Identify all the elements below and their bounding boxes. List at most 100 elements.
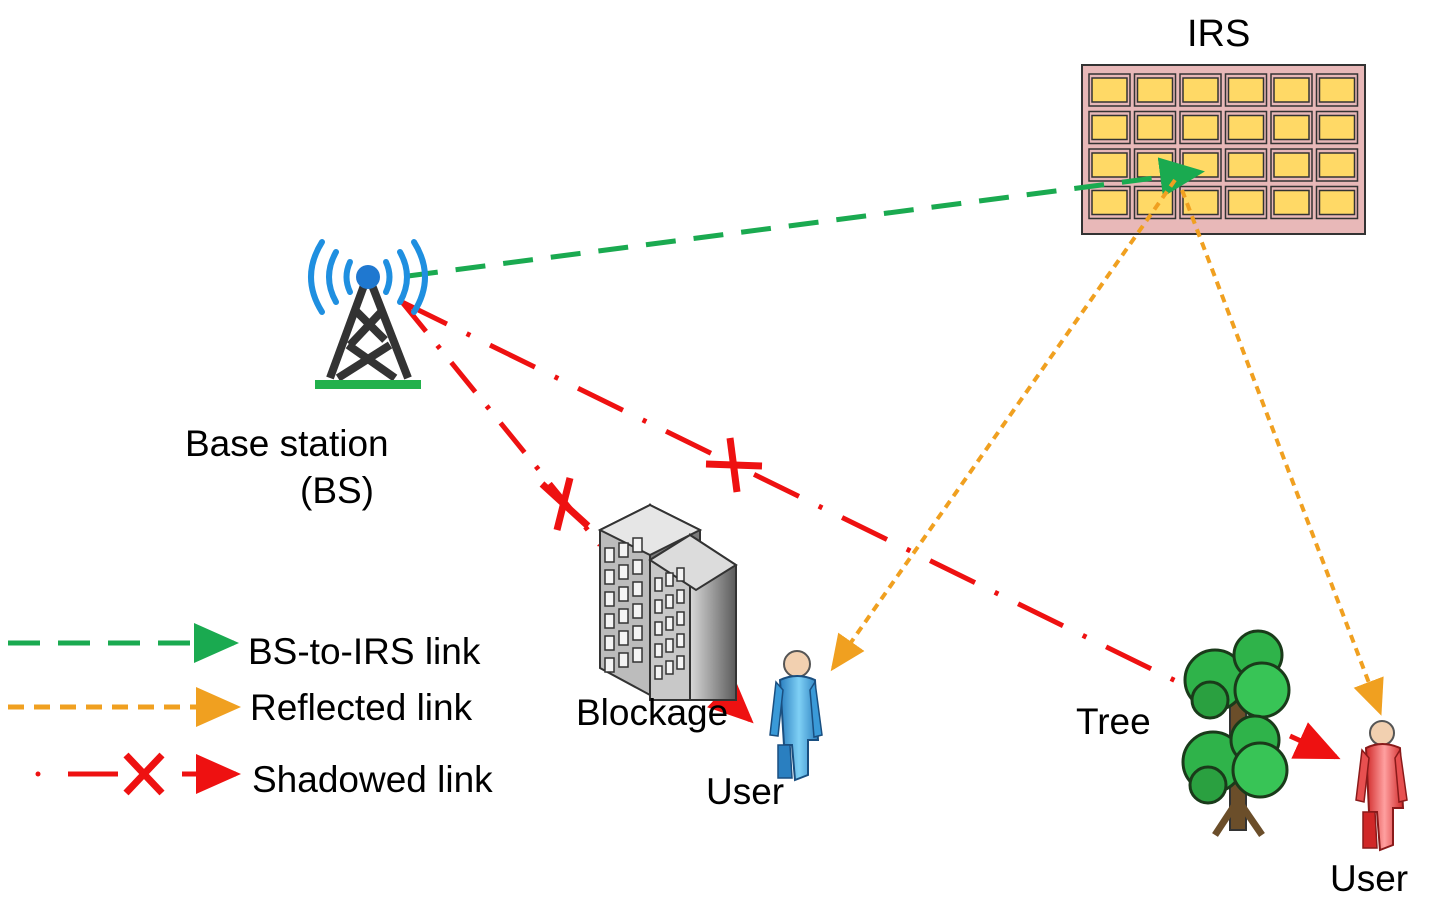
building-window (654, 577, 663, 592)
user-left-label: User (706, 771, 784, 812)
building-window (632, 625, 643, 641)
irs-panel-icon (1081, 64, 1366, 235)
legend-label-reflected: Reflected link (250, 687, 473, 728)
irs-element-frame (1088, 185, 1131, 220)
base-station-label: Base station (185, 423, 389, 464)
building-window (632, 647, 643, 663)
irs-element (1318, 114, 1356, 141)
irs-element (1227, 114, 1265, 141)
cross-icon (539, 477, 591, 531)
building-window (632, 581, 643, 597)
tree-icon (1181, 629, 1291, 837)
irs-element-frame (1270, 110, 1313, 145)
irs-element (1136, 114, 1174, 141)
irs-element-frame (1224, 73, 1268, 107)
building-window (665, 660, 674, 675)
tree-label: Tree (1076, 701, 1151, 742)
shadowed-link-to-right-user (400, 299, 1182, 686)
building-window (654, 599, 663, 614)
building-window (618, 542, 629, 558)
bs-to-irs-link (407, 157, 1205, 279)
building-window (665, 572, 674, 587)
irs-element (1227, 77, 1265, 103)
building-window (676, 633, 685, 648)
irs-element-frame (1179, 73, 1222, 107)
building-window (618, 652, 629, 668)
legend: BS-to-IRS link Reflected link Shadowed l… (8, 623, 493, 800)
irs-label: IRS (1187, 13, 1250, 55)
irs-element (1091, 114, 1128, 141)
irs-element (1273, 152, 1310, 178)
user-icon (769, 650, 823, 782)
irs-element-frame (1224, 185, 1268, 220)
irs-element (1227, 189, 1265, 216)
building-window (654, 643, 663, 658)
irs-element-frame (1088, 73, 1131, 107)
shadowed-link-to-right-user-end (1288, 722, 1341, 760)
blockage-label: Blockage (576, 692, 728, 733)
irs-element-frame (1270, 185, 1313, 220)
irs-element (1318, 152, 1356, 178)
legend-item-bs-to-irs: BS-to-IRS link (8, 623, 481, 672)
legend-item-shadowed: Shadowed link (35, 752, 493, 800)
irs-element-frame (1315, 185, 1359, 220)
irs-element (1091, 77, 1128, 103)
building-window (676, 567, 685, 582)
user-right-label: User (1330, 858, 1408, 899)
building-window (604, 591, 615, 607)
building-window (676, 589, 685, 604)
reflected-link-left-user (830, 178, 1177, 672)
base-station-tower-icon (308, 239, 428, 389)
legend-label-shadowed: Shadowed link (252, 759, 493, 800)
cross-icon (123, 752, 165, 796)
building-window (654, 621, 663, 636)
base-station-abbrev-label: (BS) (300, 470, 374, 511)
building-icon (597, 503, 738, 701)
irs-element (1136, 77, 1174, 103)
irs-element (1318, 77, 1356, 103)
building-window (665, 594, 674, 609)
building-window (604, 547, 615, 563)
cross-icon (705, 437, 763, 493)
irs-element-frame (1315, 110, 1359, 145)
irs-element-frame (1088, 110, 1131, 145)
building-window (604, 613, 615, 629)
irs-element (1136, 152, 1174, 178)
irs-element-frame (1133, 185, 1177, 220)
building-window (632, 603, 643, 619)
building-window (632, 559, 643, 575)
irs-element-frame (1315, 73, 1359, 107)
irs-element (1227, 152, 1265, 178)
building-window (618, 586, 629, 602)
irs-element (1273, 114, 1310, 141)
building-window (618, 564, 629, 580)
building-window (665, 638, 674, 653)
user-icon (1355, 720, 1408, 852)
building-window (632, 537, 643, 553)
irs-element (1182, 114, 1219, 141)
building-window (618, 608, 629, 624)
irs-element (1273, 189, 1310, 216)
building-window (604, 635, 615, 651)
building-window (604, 657, 615, 673)
legend-label-bs-to-irs: BS-to-IRS link (248, 631, 481, 672)
irs-element-frame (1270, 73, 1313, 107)
legend-item-reflected: Reflected link (8, 687, 473, 728)
building-window (618, 630, 629, 646)
building-window (604, 569, 615, 585)
irs-element (1273, 77, 1310, 103)
irs-element-frame (1133, 110, 1177, 145)
irs-element (1318, 189, 1356, 216)
building-window (676, 611, 685, 626)
irs-element-frame (1133, 73, 1177, 107)
irs-element (1136, 189, 1174, 216)
irs-element-frame (1224, 110, 1268, 145)
building-window (654, 665, 663, 680)
irs-element-frame (1270, 148, 1313, 182)
irs-element-frame (1179, 110, 1222, 145)
irs-element-frame (1315, 148, 1359, 182)
irs-element (1091, 152, 1128, 178)
irs-element-frame (1224, 148, 1268, 182)
building-window (676, 655, 685, 670)
